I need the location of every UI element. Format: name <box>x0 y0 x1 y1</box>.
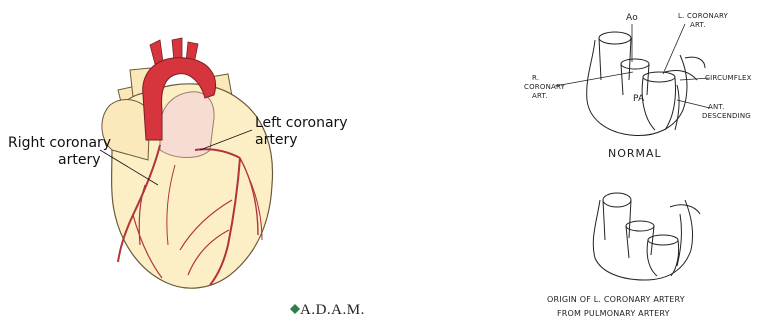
sketch-label-r-2: CORONARY <box>524 83 565 91</box>
sketch-label-r-1: R. <box>532 74 539 82</box>
sketch-label-pa: PA <box>633 95 644 103</box>
sketch-label-ant-1: ANT. <box>708 103 725 111</box>
sketch-panel: Ao L. CORONARY ART. R. CORONARY ART. CIR… <box>505 0 761 321</box>
label-right-coronary-line2: artery <box>58 152 100 169</box>
adam-leaf-icon <box>290 304 300 314</box>
sketch-drawings <box>505 0 761 321</box>
sketch-anomalous <box>593 193 700 280</box>
heart-illustration <box>0 0 380 321</box>
sketch-label-l-coronary-2: ART. <box>690 21 706 29</box>
sketch-caption-bottom-2: FROM PULMONARY ARTERY <box>557 310 670 318</box>
sketch-caption-bottom-1: ORIGIN OF L. CORONARY ARTERY <box>547 296 685 304</box>
heart-illustration-panel: Right coronary artery Left coronary arte… <box>0 0 380 321</box>
sketch-label-circumflex: CIRCUMFLEX <box>705 74 752 82</box>
sketch-label-ant-2: DESCENDING <box>702 112 751 120</box>
aorta-branch-1 <box>150 40 163 64</box>
sketch-label-r-3: ART. <box>532 92 548 100</box>
sketch-normal <box>587 32 705 136</box>
sketch-caption-normal: NORMAL <box>608 150 662 158</box>
adam-logo: A.D.A.M. <box>300 302 365 319</box>
label-left-coronary-line2: artery <box>255 132 297 149</box>
label-left-coronary-line1: Left coronary <box>255 115 348 132</box>
sketch-label-ao: Ao <box>626 14 638 22</box>
sketch-label-l-coronary-1: L. CORONARY <box>678 12 728 20</box>
label-right-coronary-line1: Right coronary <box>8 135 111 152</box>
